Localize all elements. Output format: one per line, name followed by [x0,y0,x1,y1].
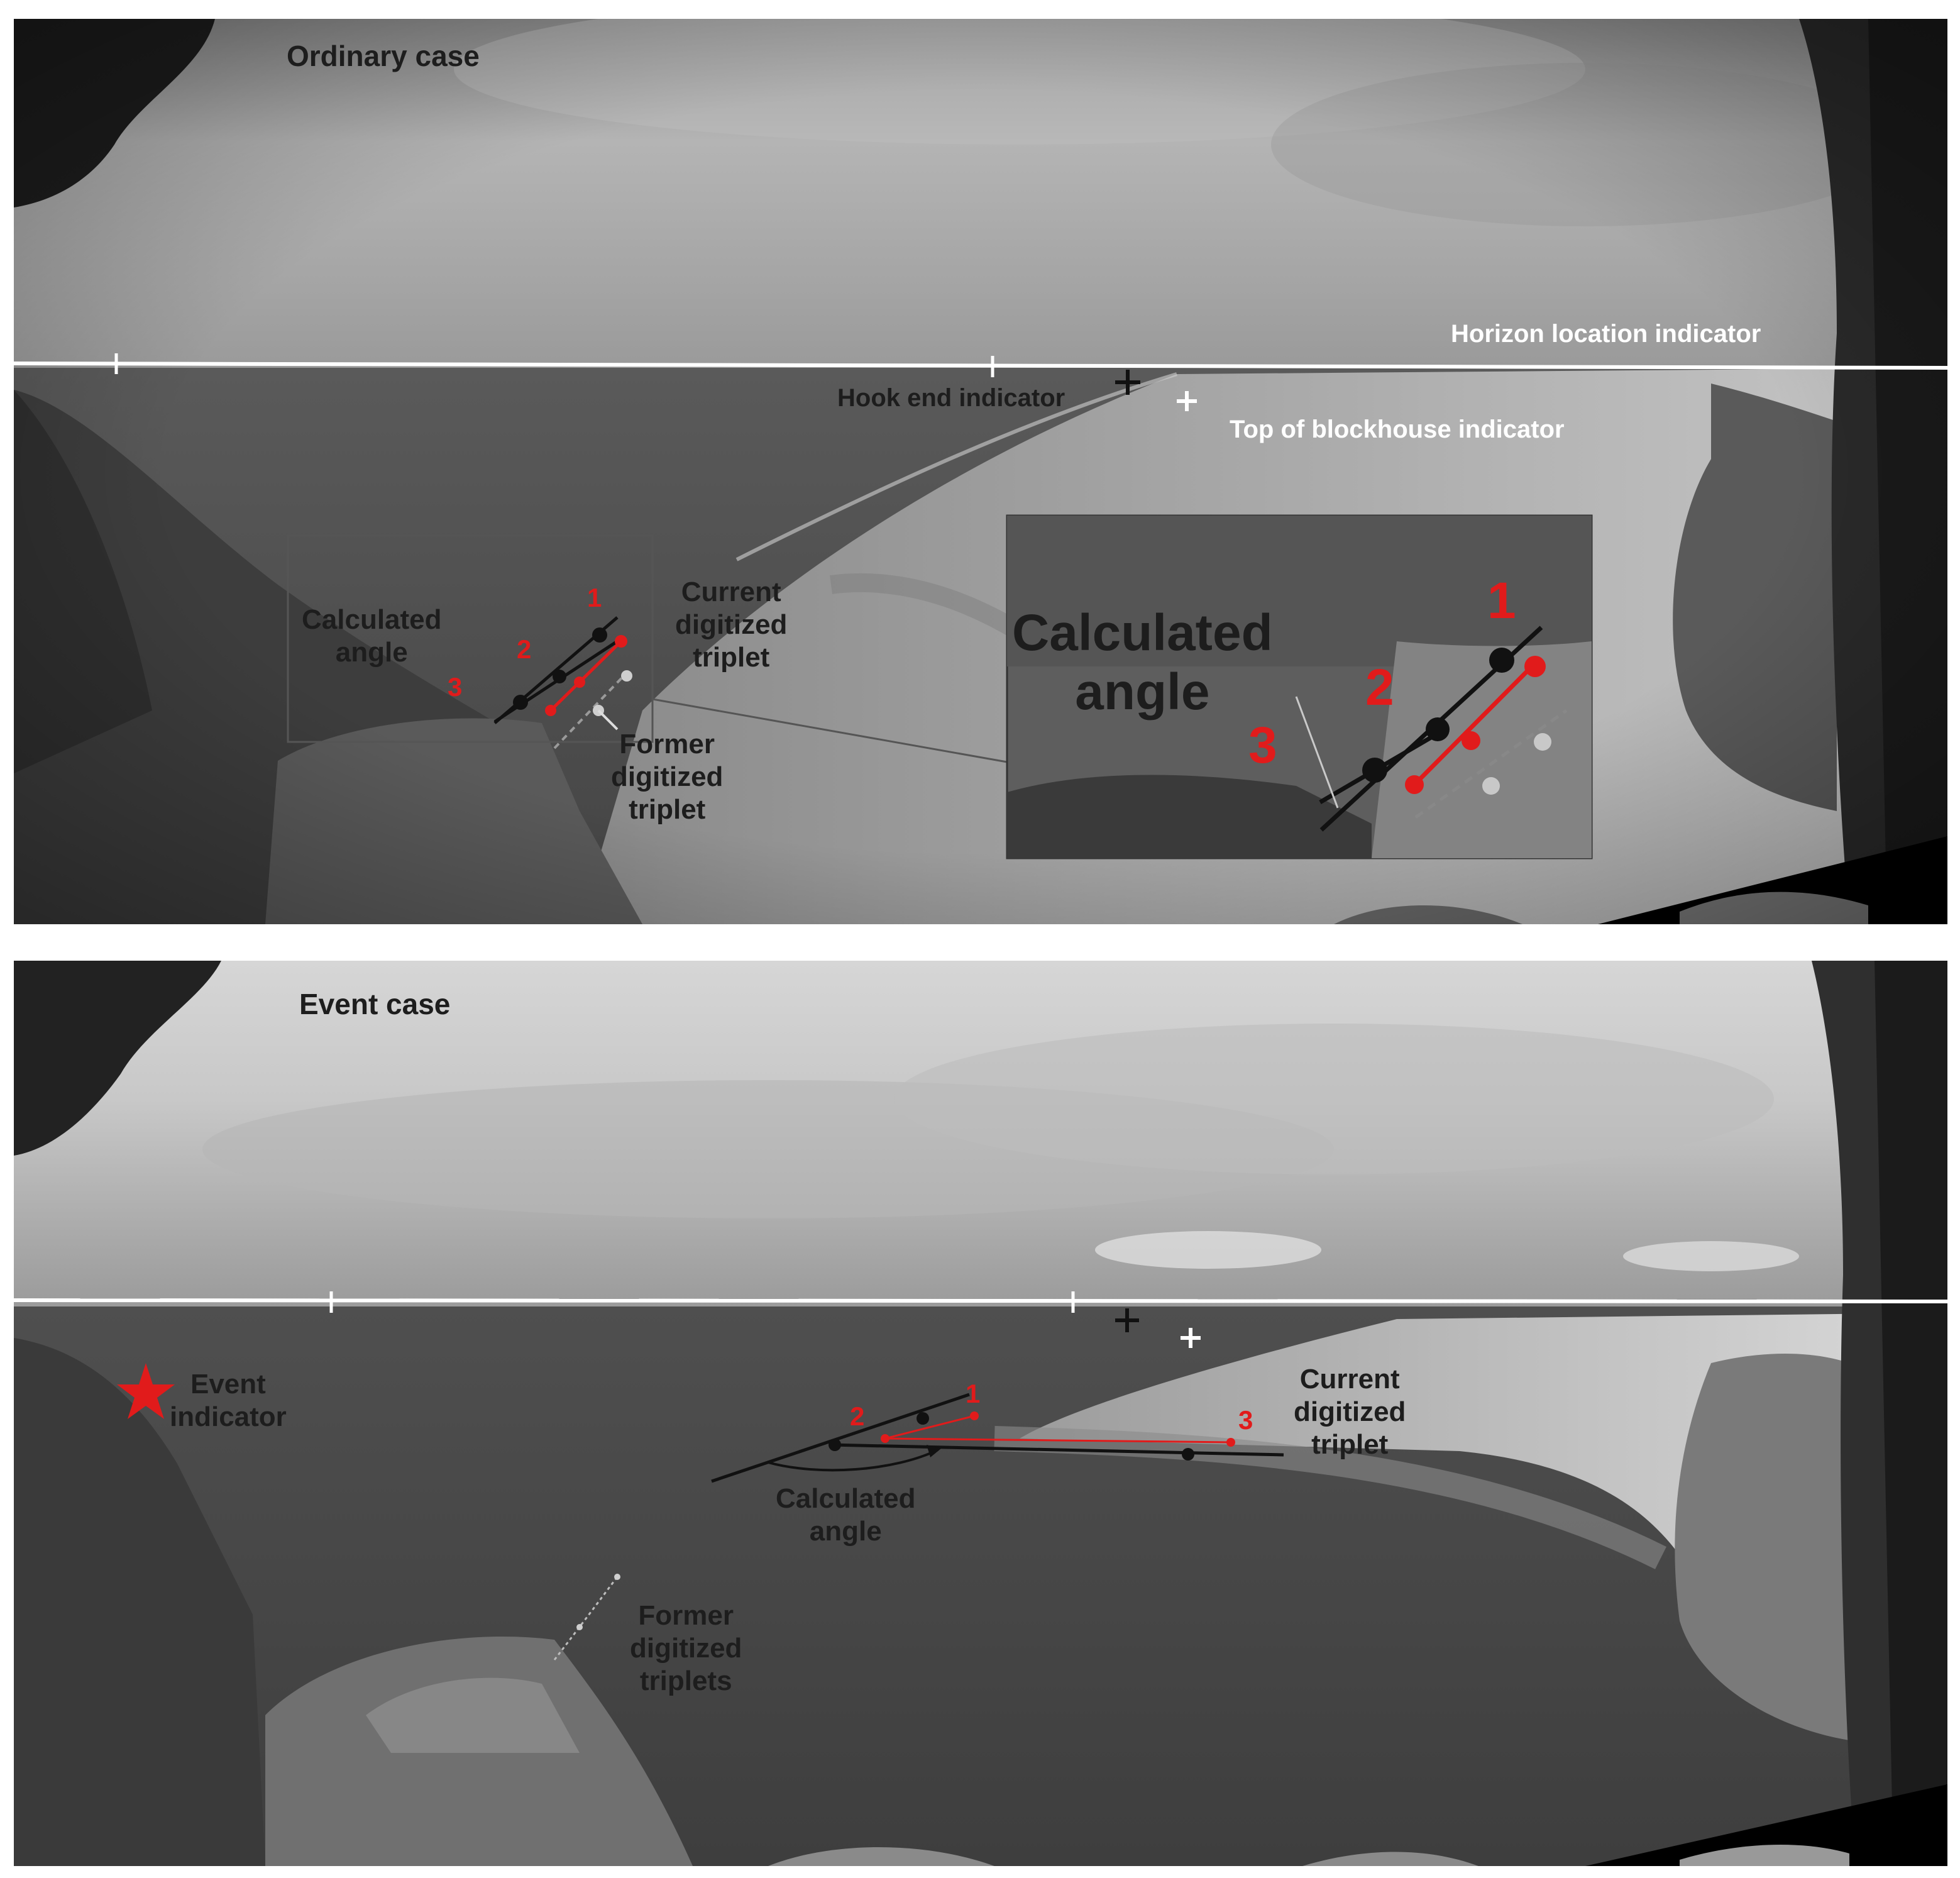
inset-number-2: 2 [1365,659,1394,716]
event-star-icon [117,1363,175,1419]
inset-number-1: 1 [1487,572,1516,629]
event-number-2: 2 [850,1401,865,1431]
event-case-photo [14,961,1947,1866]
ordinary-case-photo [14,19,1947,924]
horizon-location-label: Horizon location indicator [1451,320,1761,348]
event-indicator-label: Event indicator [170,1369,287,1432]
zoom-inset [1006,514,1593,859]
event-number-3: 3 [1238,1405,1253,1435]
triplet-number-1: 1 [587,583,602,612]
calculated-angle-label: Calculated angle [302,604,442,668]
triplet-number-3: 3 [448,672,463,702]
horizon-line [14,362,1947,370]
event-case-title: Event case [299,988,451,1020]
calculated-angle-label-event: Calculated angle [776,1483,916,1547]
ordinary-case-panel: Ordinary case Horizon location indicator… [14,19,1947,924]
current-triplet-label-event: Current digitized triplet [1294,1364,1406,1460]
former-triplet-label: Former digitized triplet [611,729,724,825]
zoom-source-box [287,534,654,743]
former-triplets-label: Former digitized triplets [630,1600,742,1696]
top-of-blockhouse-label: Top of blockhouse indicator [1230,416,1565,443]
hook-end-label: Hook end indicator [837,384,1065,412]
ordinary-case-title: Ordinary case [287,40,480,72]
current-triplet-label: Current digitized triplet [675,577,788,673]
event-case-panel: Event case Event indicator Current digit… [14,961,1947,1866]
triplet-number-2: 2 [517,634,532,664]
event-number-1: 1 [966,1379,981,1408]
inset-calculated-angle-label: Calculated angle [1012,604,1273,721]
inset-number-3: 3 [1248,717,1277,774]
